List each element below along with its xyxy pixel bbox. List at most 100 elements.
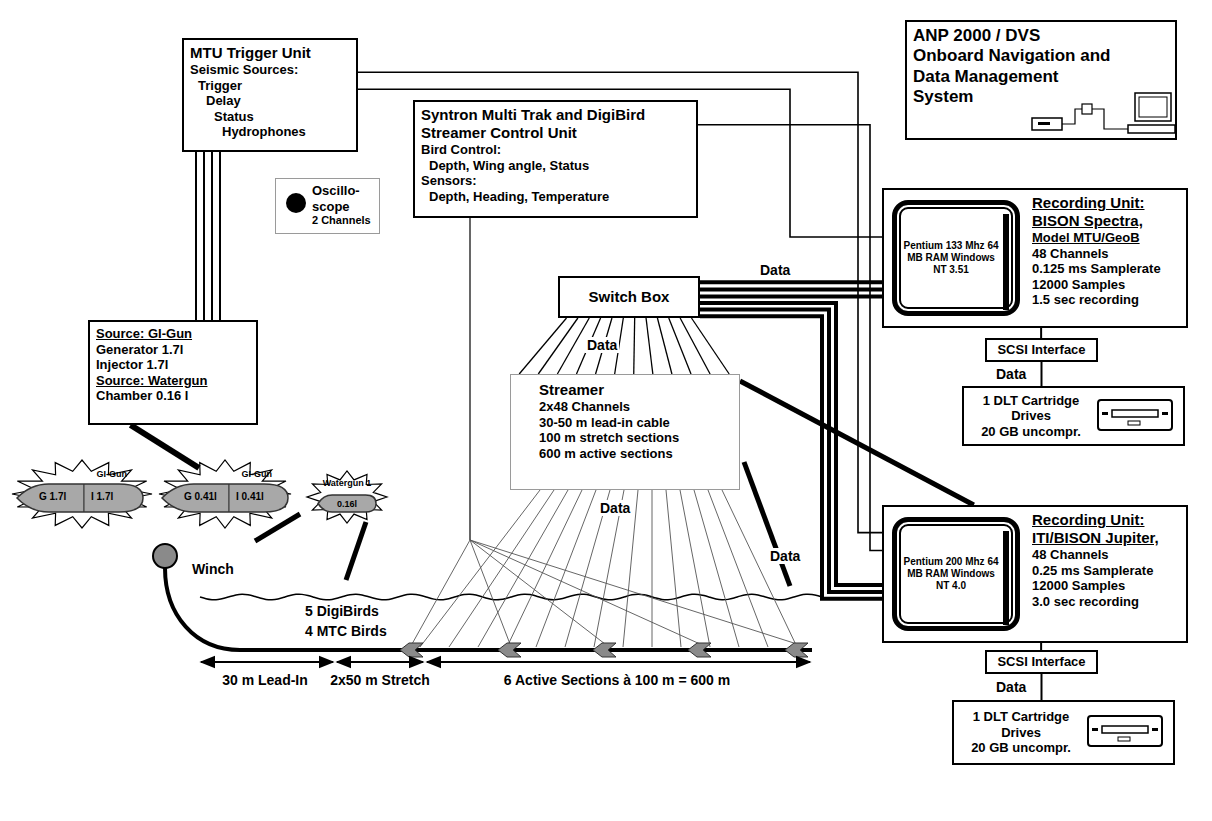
connector-line [131,425,200,468]
annotation-label: Winch [192,561,234,577]
box-text: 2 Channels [312,214,373,227]
box-text: 30-50 m lead-in cable [539,415,733,431]
connector [700,282,882,296]
connector [131,425,200,468]
connector-line [1041,674,1043,700]
box-text: 48 Channels [1032,246,1180,262]
bird-control-wire [469,218,470,540]
chamber-divider [83,484,84,512]
interface-box: SCSI Interface [985,650,1098,674]
channel-wire [478,490,568,647]
connector [1041,362,1042,386]
oscilloscope-dot [286,193,306,213]
channel-wire [652,490,653,647]
connector-line [1040,328,1042,338]
box-text: Hydrophones [190,124,350,140]
box-heading: Switch Box [589,288,670,306]
connector [1041,674,1042,700]
connector-line [657,318,672,374]
shot-burst [307,471,387,523]
connector-line [700,287,882,291]
dimension-line [201,661,333,663]
channel-wire [680,490,710,647]
connector-line [740,381,974,505]
box-heading: Pentium 200 Mhz 64 MB RAM Windows NT 4.0 [903,556,999,592]
connector [519,318,729,374]
box-heading: ANP 2000 / DVS Onboard Navigation and Da… [913,26,1113,108]
channel-wire [708,490,768,647]
box-text: I 0.41l [236,491,264,503]
box-heading: 1 DLT Cartridge Drives [970,393,1092,424]
connector-line [538,318,578,374]
connector-line [700,295,882,299]
annotation-label: 4 MTC Birds [305,623,387,639]
box-heading: MTU Trigger Unit [190,44,350,62]
box-text: Depth, Wing angle, Status [421,158,690,174]
streamer-box: Streamer2x48 Channels30-50 m lead-in cab… [510,374,740,490]
box-text: Delay [190,93,350,109]
connector [1041,643,1042,650]
connector-line [358,89,882,237]
switch-box: Switch Box [558,276,700,318]
computer-monitor: Pentium 200 Mhz 64 MB RAM Windows NT 4.0 [892,517,1020,631]
box-text: Chamber 0.16 l [96,388,250,404]
computer-monitor: Pentium 133 Mhz 64 MB RAM Windows NT 3.5… [892,200,1020,316]
box-heading: Watergun 1 [316,478,378,489]
navigation-system-box: ANP 2000 / DVS Onboard Navigation and Da… [905,20,1177,140]
box-text: 0.25 ms Samplerate [1032,563,1180,579]
box-heading: Source: GI-Gun [96,326,250,342]
channel-wire [536,490,596,647]
box-text: G 0.41l [184,491,217,503]
tape-drive-box: 1 DLT Cartridge Drives20 GB uncompr. [962,386,1185,446]
edge-label: Data [585,337,619,353]
connector-line [1041,362,1043,386]
connector-line [669,318,691,374]
annotation-label: 30 m Lead-In [222,672,308,688]
streamer-cable [165,568,812,650]
computer-icon [1032,93,1175,133]
annotation-label: Data [598,500,632,516]
streamer-bird [785,643,808,657]
box-text: 0.16l [316,499,378,510]
edge-label: Data [768,548,802,564]
chamber-divider [228,484,229,512]
box-heading: Streamer [539,381,733,399]
box-text: Status [190,109,350,125]
box-text: 2x48 Channels [539,399,733,415]
interface-box: SCSI Interface [985,338,1098,362]
connector-line [680,318,710,374]
box-text: Sensors: [421,173,690,189]
box-text: G 1.7l [39,491,66,503]
monitor-bezel [1003,531,1009,625]
box-text: I 1.7l [91,491,113,503]
box-heading: GI-Gun [160,468,290,480]
connector [196,152,220,320]
box-text: 20 GB uncompr. [981,424,1081,440]
wire-fan-group [412,490,797,647]
box-text: 0.125 ms Samplerate [1032,261,1180,277]
channel-wire [507,490,582,647]
airgun: GI-GunG 1.7lI 1.7l [15,468,145,514]
box-text: 12000 Samples [1032,578,1180,594]
annotation-label: 2x50 m Stretch [330,672,430,688]
bird-group [400,643,808,657]
box-heading: Syntron Multi Trak and DigiBird Streamer… [421,106,690,142]
sea-surface [200,594,830,600]
shot-burst [159,460,291,528]
airgun: GI-Gun G 0.41l I 0.41l [160,468,290,514]
winch-drum [153,544,177,568]
connector-line [633,318,635,374]
annotation-label: 5 DigiBirds [305,603,379,619]
box-text: 20 GB uncompr. [971,740,1071,756]
box-heading: Recording Unit: BISON Spectra, [1032,194,1180,230]
connector-line [691,318,729,374]
box-text: 12000 Samples [1032,277,1180,293]
box-heading: SCSI Interface [997,654,1085,670]
streamer-bird [688,643,711,657]
connector-line [203,152,205,320]
recording-unit-box: Recording Unit: BISON Spectra,Model MTU/… [882,188,1188,328]
connector-line [519,318,566,374]
box-heading: SCSI Interface [997,342,1085,358]
gun-body [162,484,288,512]
box-heading: Pentium 133 Mhz 64 MB RAM Windows NT 3.5… [903,240,999,276]
